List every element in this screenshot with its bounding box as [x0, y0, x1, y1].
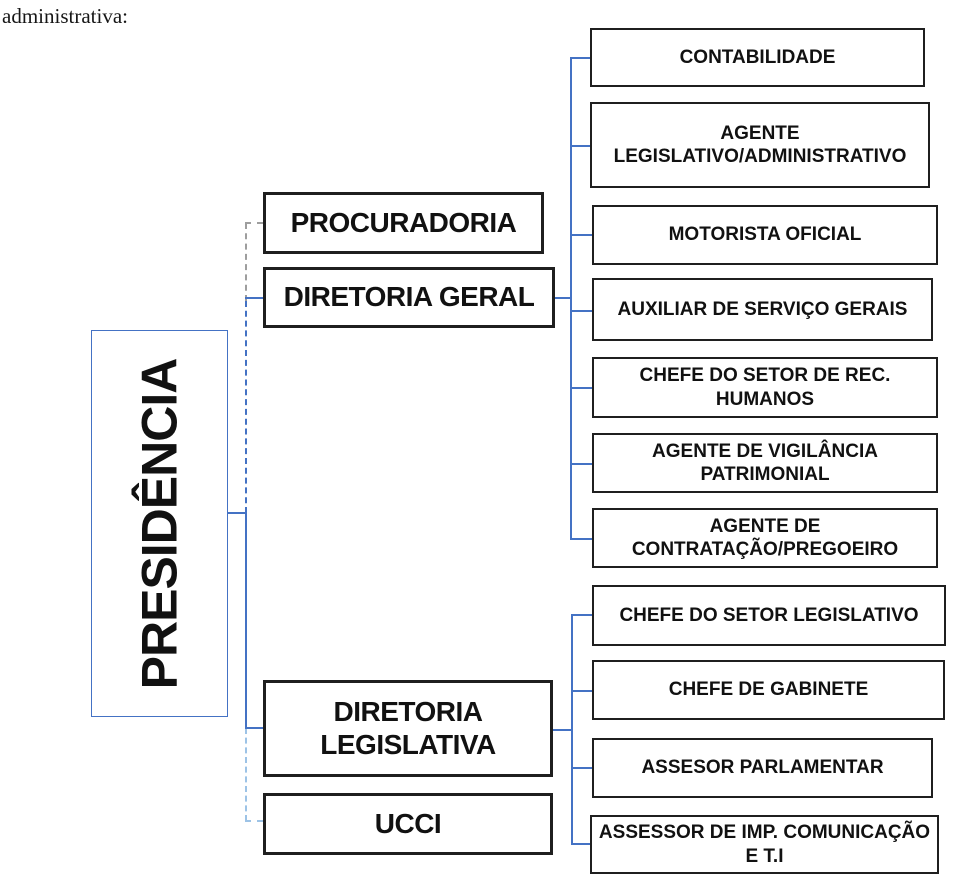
- node-presidencia: PRESIDÊNCIA: [91, 330, 228, 717]
- node-motorista-oficial: MOTORISTA OFICIAL: [592, 205, 938, 265]
- connector-agente-contratacao: [570, 538, 592, 540]
- connector-spine-lower-right: [571, 614, 573, 843]
- node-contabilidade: CONTABILIDADE: [590, 28, 925, 87]
- connector-spine-blue-solid: [245, 513, 247, 728]
- intro-text: administrativa:: [2, 4, 128, 28]
- connector-spine-lightblue-dashed: [245, 728, 247, 821]
- connector-agente-legislativo: [570, 145, 590, 147]
- node-chefe-setor-rec-humanos: CHEFE DO SETOR DE REC. HUMANOS: [592, 357, 938, 418]
- connector-ucci: [245, 820, 263, 822]
- connector-procuradoria: [245, 222, 263, 224]
- node-diretoria-legislativa: DIRETORIA LEGISLATIVA: [263, 680, 553, 777]
- node-procuradoria: PROCURADORIA: [263, 192, 544, 254]
- node-presidencia-label: PRESIDÊNCIA: [131, 358, 188, 689]
- node-chefe-setor-legislativo: CHEFE DO SETOR LEGISLATIVO: [592, 585, 946, 646]
- connector-spine-upper-right: [570, 57, 572, 539]
- connector-presidencia: [228, 512, 245, 514]
- node-agente-contratacao-pregoeiro: AGENTE DE CONTRATAÇÃO/PREGOEIRO: [592, 508, 938, 568]
- connector-chefe-setor-legislativo: [571, 614, 592, 616]
- connector-contabilidade: [570, 57, 590, 59]
- node-agente-legislativo-administrativo: AGENTE LEGISLATIVO/ADMINISTRATIVO: [590, 102, 930, 188]
- connector-spine-gray-dashed: [245, 223, 247, 301]
- node-diretoria-geral: DIRETORIA GERAL: [263, 267, 555, 328]
- node-auxiliar-servico-gerais: AUXILIAR DE SERVIÇO GERAIS: [592, 278, 933, 341]
- connector-chefe-rec-humanos: [570, 387, 592, 389]
- node-chefe-gabinete: CHEFE DE GABINETE: [592, 660, 945, 720]
- connector-spine-blue-dashed: [245, 301, 247, 513]
- node-assessor-imp-comunicacao-ti: ASSESSOR DE IMP. COMUNICAÇÃO E T.I: [590, 815, 939, 874]
- connector-agente-vigilancia: [570, 463, 592, 465]
- connector-assessor-imp: [571, 843, 592, 845]
- connector-diretoria-legislativa-left: [245, 727, 263, 729]
- connector-diretoria-legislativa-right: [553, 729, 571, 731]
- connector-chefe-gabinete: [571, 690, 592, 692]
- connector-diretoria-geral-left: [245, 297, 263, 299]
- connector-diretoria-geral-right: [555, 297, 570, 299]
- node-ucci: UCCI: [263, 793, 553, 855]
- connector-assesor-parlamentar: [571, 767, 592, 769]
- node-agente-vigilancia-patrimonial: AGENTE DE VIGILÂNCIA PATRIMONIAL: [592, 433, 938, 493]
- node-assesor-parlamentar: ASSESOR PARLAMENTAR: [592, 738, 933, 798]
- connector-motorista: [570, 234, 592, 236]
- connector-auxiliar: [570, 310, 592, 312]
